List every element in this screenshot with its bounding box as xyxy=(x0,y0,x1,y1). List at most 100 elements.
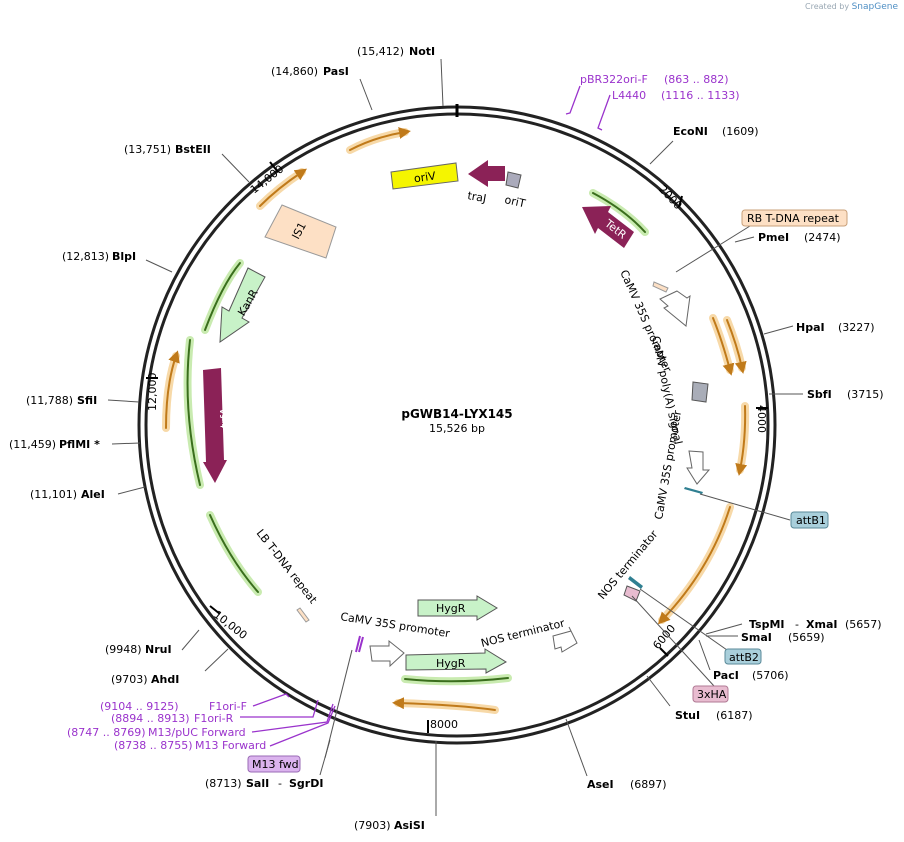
hygr-feature-1 xyxy=(417,595,498,621)
leader-bsteii xyxy=(221,153,250,183)
primer-pbr322ori-f: pBR322ori-F xyxy=(580,73,648,86)
green-arc-lb-line xyxy=(209,514,259,593)
attb1-feature xyxy=(684,487,703,494)
orf-arc-7-line xyxy=(657,506,731,625)
leader-attb1 xyxy=(699,493,791,521)
lb-repeat-feature xyxy=(296,607,310,623)
primer-leader-m13 xyxy=(269,705,336,747)
tick-10000 xyxy=(209,605,221,615)
tick-label-8000: 8000 xyxy=(430,718,458,731)
primer-leader-l4440 xyxy=(597,94,611,131)
site-hpai-pos: (3227) xyxy=(838,321,875,334)
leader-blpi xyxy=(145,259,173,273)
tetr-feature xyxy=(582,206,634,248)
site-asisi-pos: (7903) xyxy=(354,819,391,832)
site-sbfi-pos: (3715) xyxy=(847,388,884,401)
leader-pmei xyxy=(734,236,755,243)
watermark-prefix: Created by xyxy=(805,2,850,11)
site-nrui-pos: (9948) xyxy=(105,643,142,656)
site-pmei-pos: (2474) xyxy=(804,231,841,244)
camv35s-promoter-arrow-1 xyxy=(659,290,691,327)
leader-stui xyxy=(646,675,671,707)
primer-leaders xyxy=(240,85,611,747)
leader-nrui xyxy=(181,629,200,651)
camv-polya-feature xyxy=(691,381,709,403)
orit-feature xyxy=(505,171,522,189)
rb-repeat-box-label: RB T-DNA repeat xyxy=(747,212,840,225)
site-pmei: PmeI xyxy=(758,231,789,244)
camv35s-promoter-label-2: CaMV 35S promoter xyxy=(652,409,684,521)
orf-arc-5-line xyxy=(726,319,747,374)
site-bsteii-pos: (13,751) xyxy=(124,143,171,156)
trfa-feature xyxy=(203,368,227,483)
site-hpai: HpaI xyxy=(796,321,825,334)
green-arc-hyg-line xyxy=(404,677,509,683)
site-asei-pos: (6897) xyxy=(630,778,667,791)
leader-m13fwd xyxy=(324,649,353,759)
site-stui: StuI xyxy=(675,709,700,722)
site-sali-pos: (8713) xyxy=(205,777,242,790)
primer-l4440: L4440 xyxy=(612,89,646,102)
camv35s-promoter-arrow-2 xyxy=(686,450,711,485)
tick-label-4000: 4000 xyxy=(755,405,768,433)
site-sfii-pos: (11,788) xyxy=(26,394,73,407)
site-sbfi: SbfI xyxy=(807,388,832,401)
orf-arcs xyxy=(162,127,750,714)
leader-econi xyxy=(649,140,674,165)
primer-m13puc: M13/pUC Forward xyxy=(148,726,246,739)
attb1-box xyxy=(790,511,829,529)
orf-arc-6-line xyxy=(735,405,748,476)
tick-6000 xyxy=(659,647,669,657)
site-pasi: PasI xyxy=(323,65,349,78)
oriv-label: oriV xyxy=(413,169,437,185)
3xha-box xyxy=(692,685,729,703)
primer-m13-forward: M13 Forward xyxy=(195,739,266,752)
leader-tspmi xyxy=(705,623,743,635)
orf-arc-2-line xyxy=(259,168,307,207)
kanr-feature xyxy=(219,267,266,343)
green-arc-kanr-line xyxy=(204,262,241,331)
site-tspmi-pos: (5657) xyxy=(845,618,882,631)
primer-leader-f1ori-f xyxy=(252,693,290,707)
watermark: Created by SnapGene xyxy=(805,2,898,12)
leader-hpai xyxy=(763,325,794,335)
orf-arc-8-line xyxy=(392,697,496,711)
leader-pflmi xyxy=(111,442,141,445)
leader-pasi xyxy=(359,78,373,111)
attb1-box-label: attB1 xyxy=(796,514,826,527)
site-econi-pos: (1609) xyxy=(722,125,759,138)
leader-paci xyxy=(698,639,711,671)
green-arc-trfa-line xyxy=(186,339,201,486)
tick-marks: 2000 4000 6000 8000 10,000 12,000 14,000 xyxy=(146,161,768,733)
primer-l4440-range: (1116 .. 1133) xyxy=(661,89,740,102)
rb-repeat-feature xyxy=(652,281,669,293)
site-asei: AseI xyxy=(587,778,614,791)
site-blpi-pos: (12,813) xyxy=(62,250,109,263)
trfa-label: trfA xyxy=(218,407,231,428)
green-arc-tetr-line xyxy=(592,192,646,233)
primer-pbr322ori-f-range: (863 .. 882) xyxy=(664,73,729,86)
nos-terminator-label-2: NOS terminator xyxy=(480,616,567,649)
3xha-box-label: 3xHA xyxy=(697,688,727,701)
site-noti: NotI xyxy=(409,45,435,58)
site-pflmi-pos: (11,459) xyxy=(9,438,56,451)
site-xmai-dash: - xyxy=(795,618,799,631)
leader-3xha xyxy=(631,595,715,687)
site-sgrdi: SgrDI xyxy=(289,777,323,790)
site-econi: EcoNI xyxy=(673,125,708,138)
attb2-box xyxy=(724,648,762,665)
green-arc-lb xyxy=(206,511,262,596)
tick-2000 xyxy=(678,195,683,208)
site-ahdi: AhdI xyxy=(151,673,179,686)
watermark-brand: SnapGene xyxy=(851,2,898,12)
orf-arc-4-line xyxy=(712,317,735,376)
hygr-feature-2 xyxy=(405,648,507,674)
green-arcs xyxy=(183,189,649,686)
primer-leader-m13puc xyxy=(251,703,334,733)
m13-fwd-feature xyxy=(355,635,361,653)
site-sgrdi-dash: - xyxy=(278,777,282,790)
site-paci-pos: (5706) xyxy=(752,669,789,682)
orf-arc-1-line xyxy=(349,127,411,151)
site-leaders xyxy=(107,58,803,816)
3xha-feature xyxy=(623,585,641,602)
